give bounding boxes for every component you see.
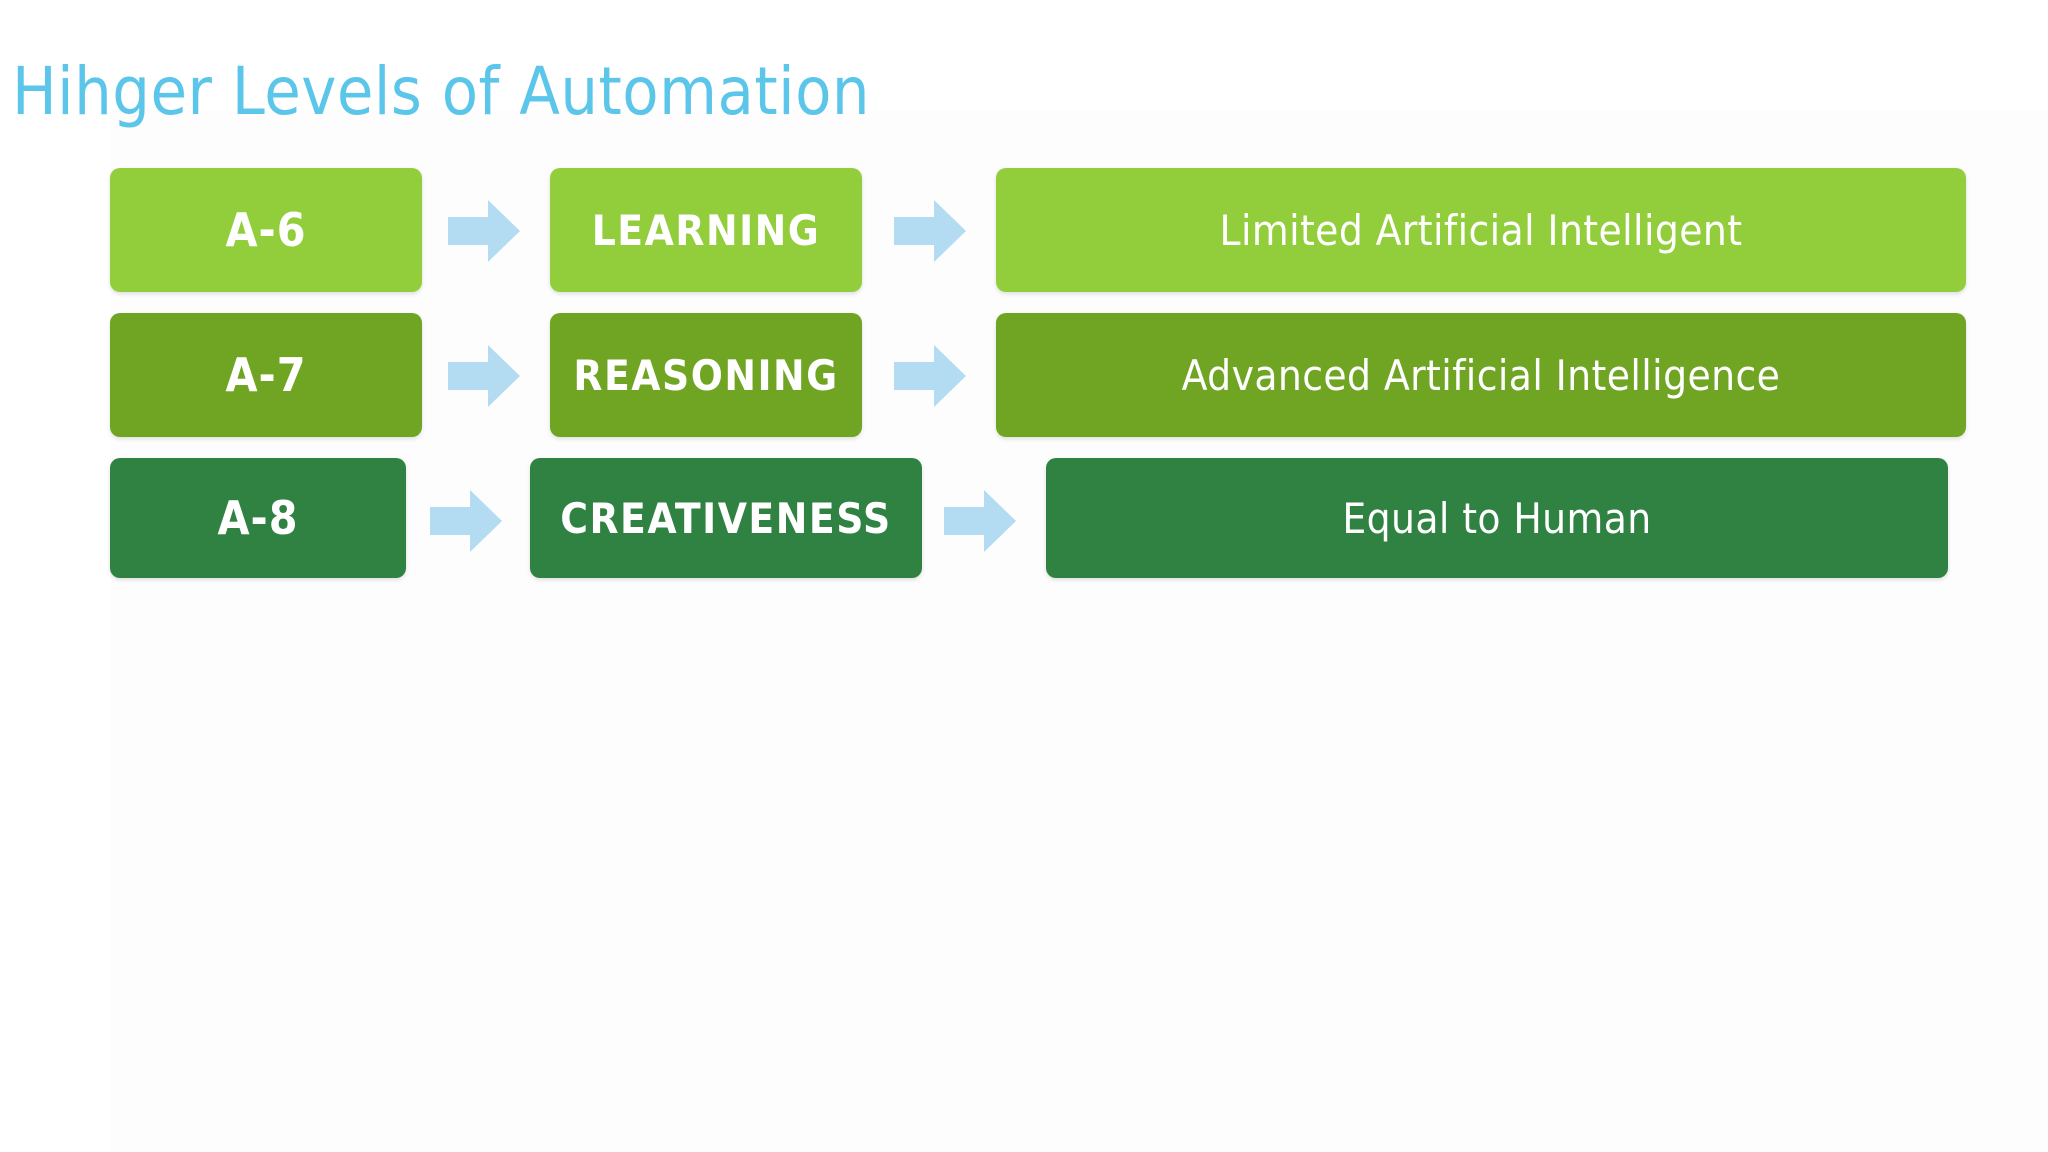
description-box-equal-to-human[interactable]: Equal to Human [1046, 458, 1948, 578]
flow-row: A-6 LEARNING Limited Artificial Intellig… [0, 168, 2048, 298]
right-block-arrow-icon [894, 200, 966, 262]
page-title: Hihger Levels of Automation [12, 53, 871, 131]
capability-stage-label: REASONING [573, 350, 839, 400]
right-block-arrow-icon [894, 345, 966, 407]
right-block-arrow-icon [944, 490, 1016, 552]
description-box-limited-artificial-intelligent[interactable]: Limited Artificial Intelligent [996, 168, 1966, 292]
capability-stage-label: CREATIVENESS [560, 493, 892, 543]
description-label: Advanced Artificial Intelligence [1181, 350, 1781, 400]
flow-row: A-8 CREATIVENESS Equal to Human [0, 458, 2048, 588]
description-label: Equal to Human [1342, 493, 1652, 543]
right-block-arrow-icon [448, 200, 520, 262]
capability-stage-box-learning[interactable]: LEARNING [550, 168, 862, 292]
level-code-label: A-7 [225, 348, 307, 402]
level-code-box-a8[interactable]: A-8 [110, 458, 406, 578]
level-code-label: A-6 [225, 203, 307, 257]
right-block-arrow-icon [430, 490, 502, 552]
capability-stage-box-creativeness[interactable]: CREATIVENESS [530, 458, 922, 578]
level-code-box-a6[interactable]: A-6 [110, 168, 422, 292]
right-block-arrow-icon [448, 345, 520, 407]
flow-row: A-7 REASONING Advanced Artificial Intell… [0, 313, 2048, 443]
capability-stage-box-reasoning[interactable]: REASONING [550, 313, 862, 437]
level-code-label: A-8 [217, 491, 299, 545]
description-label: Limited Artificial Intelligent [1219, 205, 1743, 255]
level-code-box-a7[interactable]: A-7 [110, 313, 422, 437]
capability-stage-label: LEARNING [591, 205, 821, 255]
description-box-advanced-artificial-intelligence[interactable]: Advanced Artificial Intelligence [996, 313, 1966, 437]
